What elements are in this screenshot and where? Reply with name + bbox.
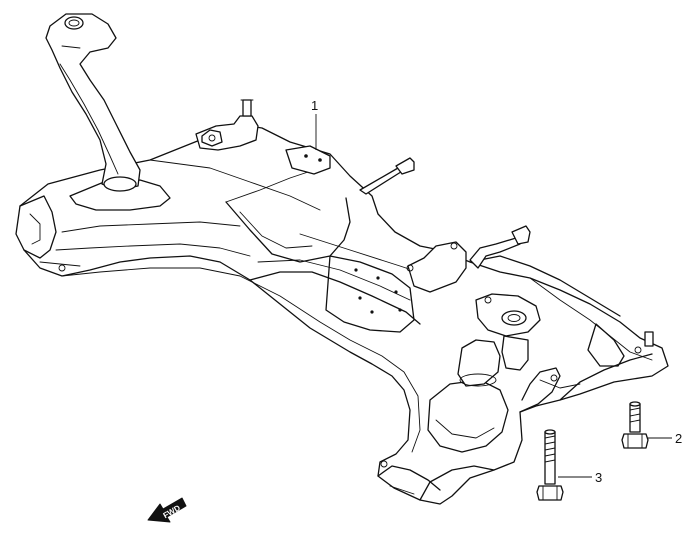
right-mount-tower [457, 293, 541, 387]
callout-number-2: 2 [675, 431, 682, 446]
upper-bracket [195, 99, 259, 151]
left-mount-tower [45, 13, 141, 192]
center-stud [359, 157, 415, 195]
right-rod [469, 225, 531, 269]
center-bracket [285, 145, 331, 175]
callout-number-3: 3 [595, 470, 602, 485]
mounting-holes [58, 264, 558, 468]
right-end-stud [634, 331, 654, 354]
callout-number-1: 1 [311, 98, 318, 113]
forward-arrow-icon: FWD [147, 497, 187, 523]
bolt-long [536, 429, 564, 501]
right-bracket [406, 241, 467, 293]
bolt-short [621, 401, 649, 449]
